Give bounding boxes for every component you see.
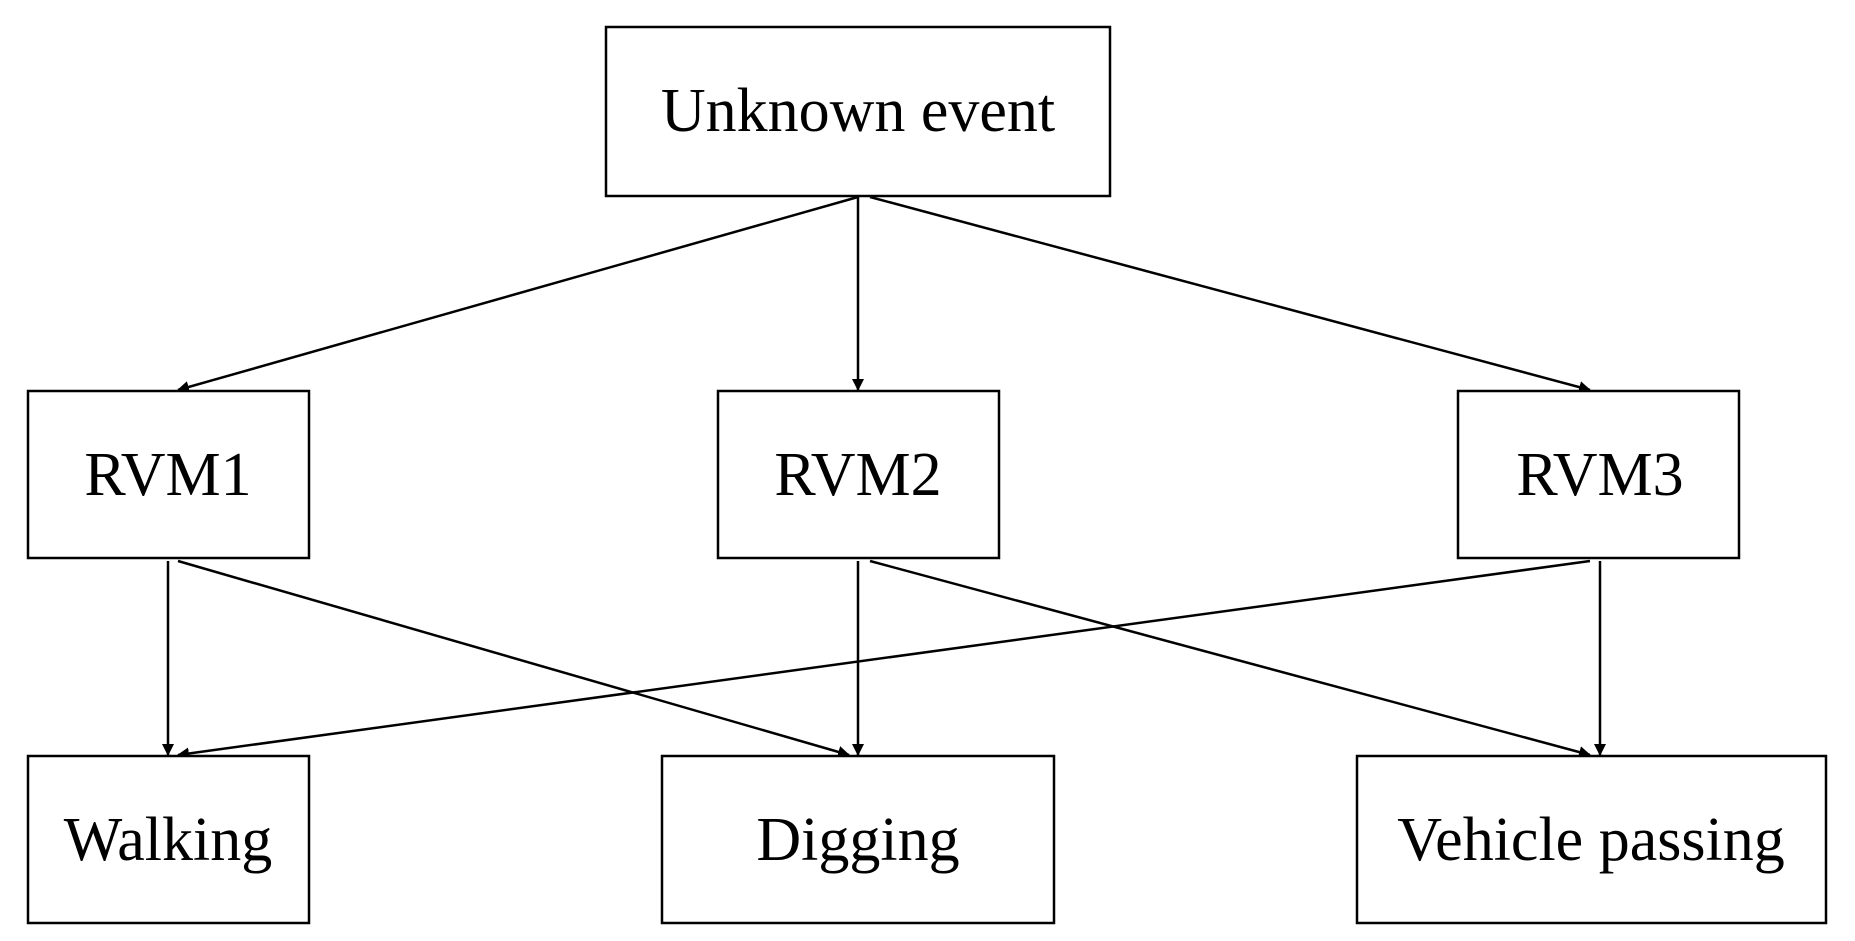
edge-rvm1-to-digging — [177, 559, 850, 758]
edge-root-to-rvm1 — [177, 195, 859, 393]
node-walking: Walking — [26, 754, 311, 925]
node-vehicle-passing: Vehicle passing — [1355, 754, 1828, 925]
node-unknown-event-label: Unknown event — [661, 77, 1055, 145]
node-rvm2: RVM2 — [716, 389, 1001, 560]
edge-rvm2-to-vehicle — [869, 559, 1591, 758]
edge-rvm3-to-walking — [177, 559, 1591, 760]
node-rvm1: RVM1 — [26, 389, 311, 560]
node-rvm2-label: RVM2 — [774, 441, 941, 509]
node-unknown-event: Unknown event — [604, 25, 1112, 198]
node-digging: Digging — [660, 754, 1056, 925]
node-rvm3-label: RVM3 — [1516, 441, 1683, 509]
node-vehicle-passing-label: Vehicle passing — [1397, 806, 1784, 874]
edge-root-to-rvm3 — [869, 195, 1591, 393]
node-rvm1-label: RVM1 — [84, 441, 251, 509]
node-walking-label: Walking — [64, 806, 273, 874]
node-digging-label: Digging — [756, 806, 959, 874]
node-rvm3: RVM3 — [1456, 389, 1741, 560]
edges-layer — [162, 195, 1606, 760]
